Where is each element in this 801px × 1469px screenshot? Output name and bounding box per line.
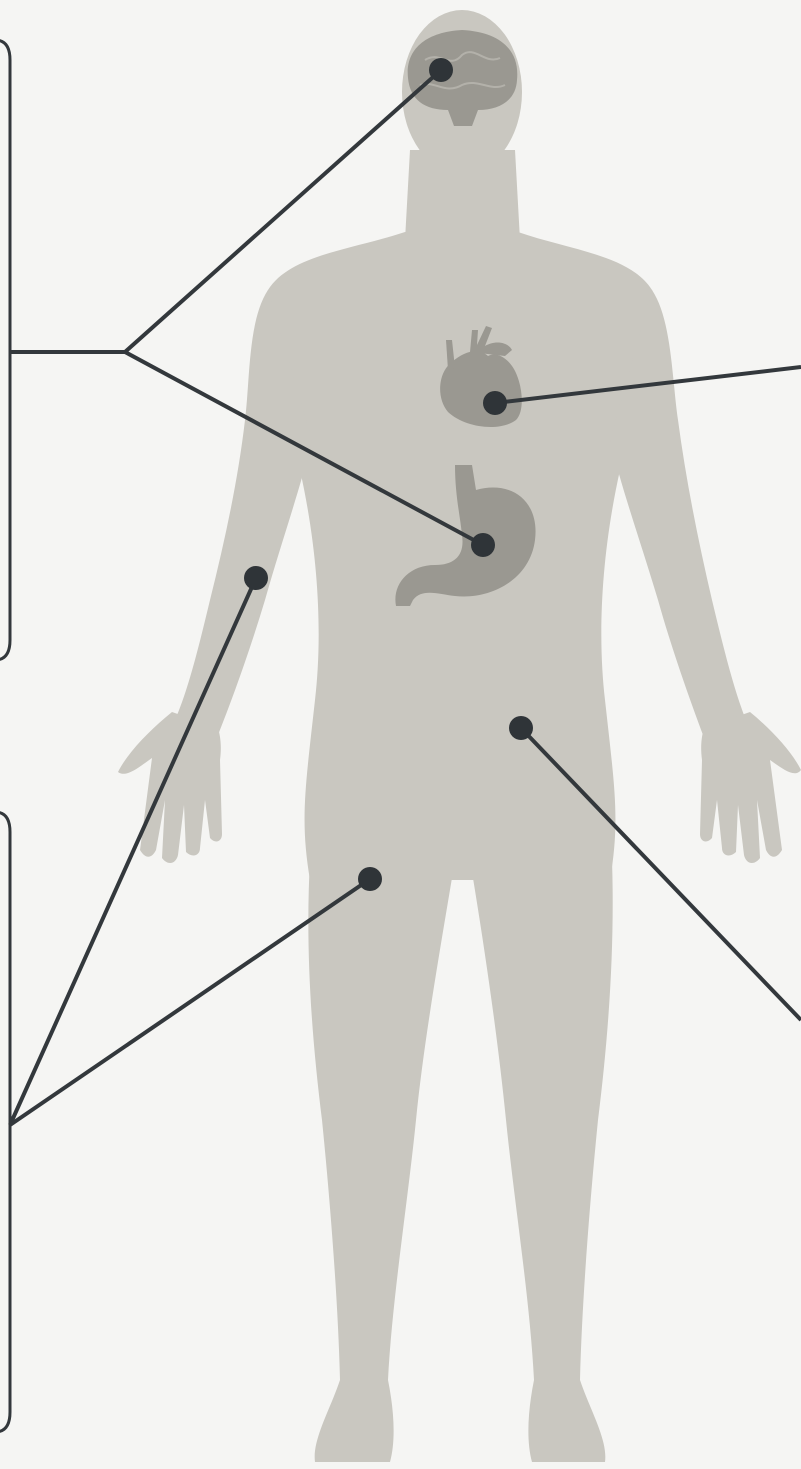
heart-callout-dot <box>483 391 507 415</box>
left-lower-panel-bracket <box>0 812 10 1432</box>
left-hand-shape <box>118 712 222 863</box>
stomach-callout-dot <box>471 533 495 557</box>
lower-abdomen-callout-dot <box>509 716 533 740</box>
thigh-callout-dot <box>358 867 382 891</box>
human-silhouette <box>118 10 801 1462</box>
left-leg-shape <box>308 860 455 1462</box>
brain-callout-dot <box>429 58 453 82</box>
right-leg-shape <box>470 860 613 1462</box>
left-upper-panel-bracket <box>0 40 10 660</box>
forearm-callout-dot <box>244 566 268 590</box>
right-hand-shape <box>700 712 801 863</box>
neck-shape <box>405 150 520 240</box>
